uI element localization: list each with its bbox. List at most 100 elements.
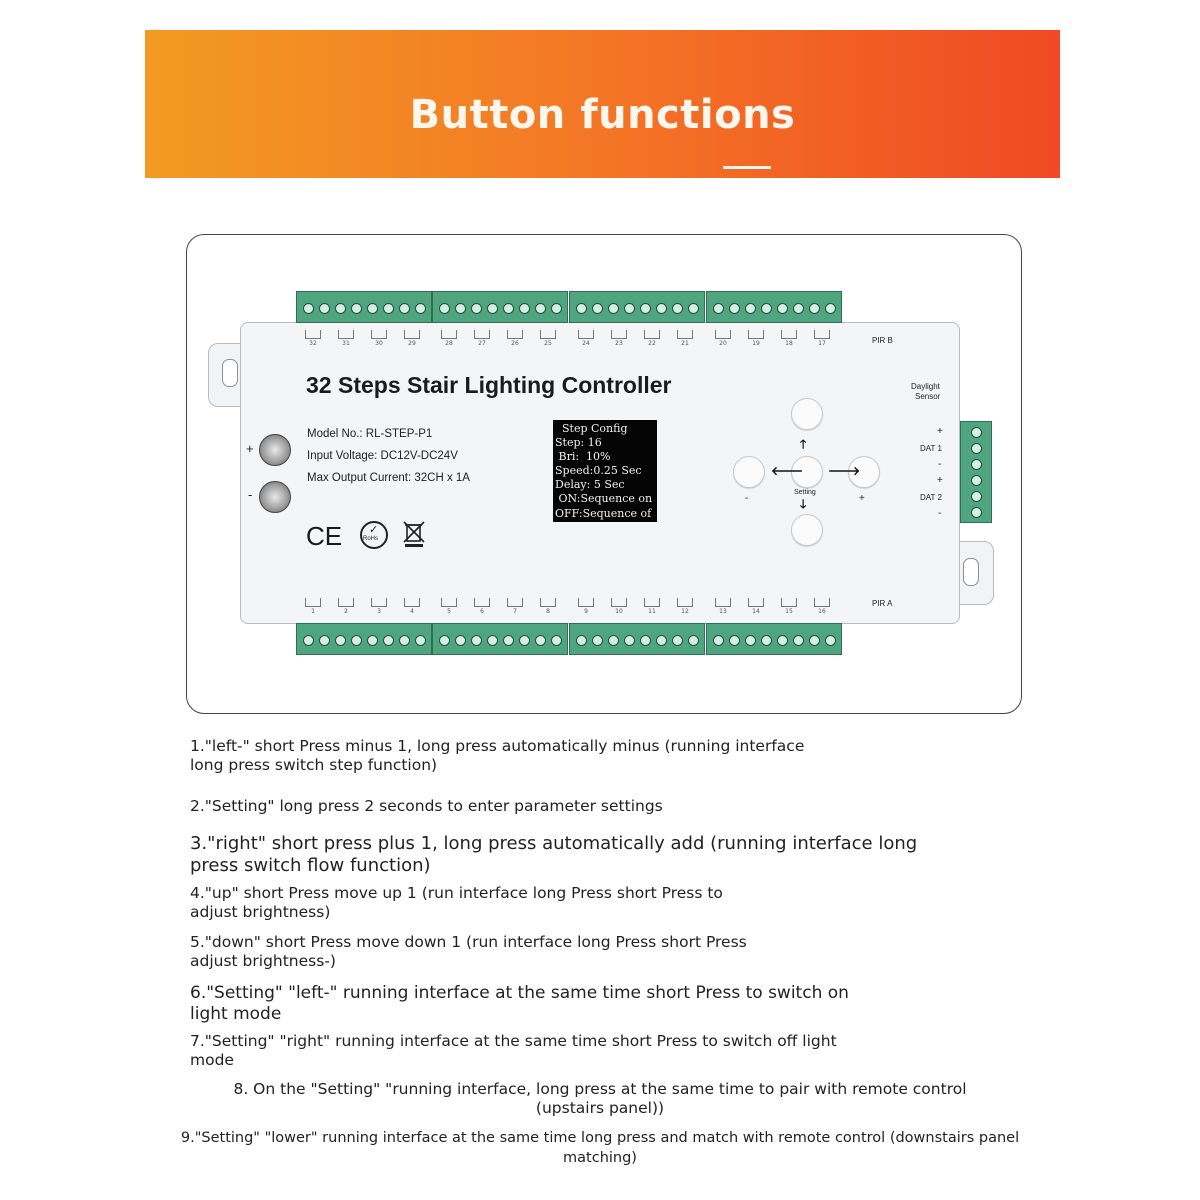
terminal-screw <box>367 635 378 646</box>
channel-label: 21 <box>676 330 694 347</box>
controller-title: 32 Steps Stair Lighting Controller <box>306 372 672 398</box>
channel-label: 23 <box>610 330 628 347</box>
terminal-screw <box>624 635 635 646</box>
channel-label: 16 <box>813 598 831 615</box>
channel-label: 9 <box>577 598 595 615</box>
instruction-line: mode <box>190 1051 234 1069</box>
mounting-hole-right <box>963 558 979 586</box>
instruction-line: 7."Setting" "right" running interface at… <box>190 1032 837 1050</box>
channel-label: 5 <box>440 598 458 615</box>
channel-label: 12 <box>676 598 694 615</box>
setting-button[interactable] <box>791 456 823 488</box>
channel-label: 22 <box>643 330 661 347</box>
instruction-line: 5."down" short Press move down 1 (run in… <box>190 933 747 951</box>
terminal-screw <box>688 635 699 646</box>
terminal-screw <box>335 635 346 646</box>
terminal-screw <box>971 491 982 502</box>
channel-label: 19 <box>747 330 765 347</box>
terminal-screw <box>777 303 788 314</box>
instruction-line: (upstairs panel)) <box>535 1099 665 1117</box>
minus-button-label: - <box>745 493 749 504</box>
dat2-plus: + <box>937 475 943 486</box>
channel-label: 26 <box>506 330 524 347</box>
instruction-line: long press switch step function) <box>190 756 438 774</box>
terminal-block <box>432 623 568 655</box>
channel-label: 2 <box>337 598 355 615</box>
channel-label: 14 <box>747 598 765 615</box>
channel-label: 15 <box>780 598 798 615</box>
instruction-line: 3."right" short press plus 1, long press… <box>190 833 918 854</box>
terminal-screw <box>487 303 498 314</box>
terminal-screw <box>551 303 562 314</box>
terminal-screw <box>713 303 724 314</box>
terminal-block <box>706 623 842 655</box>
terminal-screw <box>455 303 466 314</box>
terminal-screw <box>471 303 482 314</box>
channel-label: 30 <box>370 330 388 347</box>
terminal-screw <box>351 635 362 646</box>
arrow-right-icon: 🡒 <box>828 464 861 478</box>
terminal-screw <box>503 635 514 646</box>
ce-mark: CE <box>306 521 343 551</box>
terminal-screw <box>471 635 482 646</box>
arrow-left-icon: 🡐 <box>771 464 804 478</box>
instruction-line: 1."left-" short Press minus 1, long pres… <box>190 737 805 755</box>
instruction-line: 6."Setting" "left-" running interface at… <box>190 983 849 1003</box>
lcd-line: Speed:0.25 Sec <box>555 464 642 478</box>
channel-label: 25 <box>539 330 557 347</box>
down-button[interactable] <box>791 514 823 546</box>
dat1-label: DAT 1 <box>920 444 942 453</box>
terminal-screw <box>383 303 394 314</box>
terminal-screw <box>319 303 330 314</box>
channel-label: 32 <box>304 330 322 347</box>
instruction-line: 9."Setting" "lower" running interface at… <box>180 1130 1020 1146</box>
instruction-line: adjust brightness-) <box>190 952 336 970</box>
terminal-screw <box>351 303 362 314</box>
terminal-screw <box>809 635 820 646</box>
dat2-label: DAT 2 <box>920 493 942 502</box>
terminal-block <box>296 623 432 655</box>
channel-label: 4 <box>403 598 421 615</box>
power-minus-sign: - <box>248 487 253 502</box>
instruction-line: matching) <box>563 1150 637 1166</box>
arrow-up-icon: 🡑 <box>800 437 807 451</box>
terminal-screw <box>608 635 619 646</box>
channel-label: 20 <box>714 330 732 347</box>
header-banner: Button functions <box>145 30 1060 178</box>
terminal-screw <box>729 303 740 314</box>
instruction-line: 8. On the "Setting" "running interface, … <box>233 1080 967 1098</box>
left-minus-button[interactable] <box>733 456 765 488</box>
instruction-line: adjust brightness) <box>190 903 331 921</box>
terminal-screw <box>415 303 426 314</box>
power-plus-sign: + <box>246 441 254 456</box>
lcd-line: Step: 16 <box>555 436 602 450</box>
terminal-screw <box>809 303 820 314</box>
channel-label: 29 <box>403 330 421 347</box>
terminal-screw <box>592 303 603 314</box>
terminal-screw <box>383 635 394 646</box>
terminal-screw <box>608 303 619 314</box>
terminal-screw <box>745 303 756 314</box>
channel-label: 24 <box>577 330 595 347</box>
terminal-screw <box>688 303 699 314</box>
terminal-screw <box>672 635 683 646</box>
terminal-screw <box>551 635 562 646</box>
daylight-sensor-label-2: Sensor <box>915 392 941 401</box>
weee-bin-icon <box>402 520 426 548</box>
terminal-screw <box>335 303 346 314</box>
terminal-screw <box>971 443 982 454</box>
terminal-screw <box>624 303 635 314</box>
terminal-screw <box>439 303 450 314</box>
terminal-screw <box>367 303 378 314</box>
terminal-screw <box>303 635 314 646</box>
right-plus-button[interactable] <box>848 456 880 488</box>
channel-label: 3 <box>370 598 388 615</box>
banner-title: Button functions <box>409 92 796 138</box>
terminal-screw <box>656 303 667 314</box>
up-button[interactable] <box>791 398 823 430</box>
mounting-hole-left <box>222 359 238 387</box>
channel-label: 27 <box>473 330 491 347</box>
rohs-label: RoHs <box>363 536 379 542</box>
terminal-screw <box>825 303 836 314</box>
channel-label: 6 <box>473 598 491 615</box>
